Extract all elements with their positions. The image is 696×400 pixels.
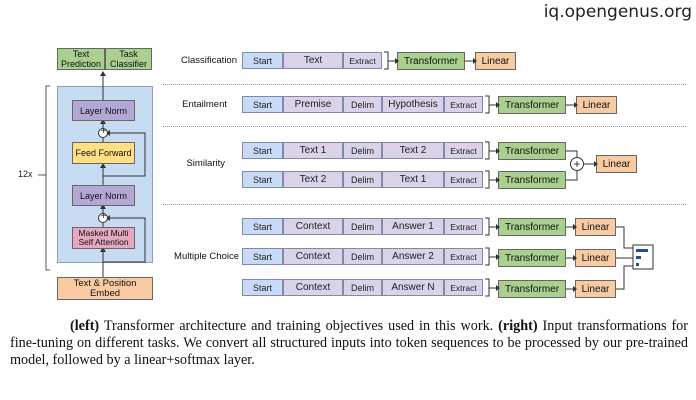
segment-start: Start (242, 171, 283, 188)
segment-start: Start (242, 218, 283, 235)
segment-extract: Extract (444, 218, 483, 235)
softmax-icon (633, 245, 653, 269)
segment-context: Context (283, 279, 343, 296)
layer-norm-top-box: Layer Norm (72, 100, 135, 121)
task-label-multiple-choice: Multiple Choice (174, 251, 239, 262)
repeat-label: 12x (18, 169, 33, 179)
segment-extract: Extract (444, 142, 483, 159)
transformer-box: Transformer (498, 171, 566, 189)
segment-answer: Answer 2 (382, 248, 444, 265)
segment-hypothesis: Hypothesis (382, 96, 444, 113)
text-prediction-box: Text Prediction (57, 48, 105, 70)
separator-3 (163, 204, 686, 205)
segment-extract: Extract (444, 96, 483, 113)
separator-2 (163, 126, 686, 127)
segment-context: Context (283, 248, 343, 265)
watermark: iq.opengenus.org (543, 2, 692, 22)
segment-answer: Answer 1 (382, 218, 444, 235)
segment-text-2: Text 2 (382, 142, 444, 159)
segment-extract: Extract (444, 248, 483, 265)
transformer-box: Transformer (498, 142, 566, 160)
caption-right-tag: (right) (498, 318, 538, 334)
segment-delim: Delim (343, 248, 382, 265)
architecture-connectors (38, 71, 146, 277)
text-position-embed-box: Text & Position Embed (57, 277, 153, 300)
plus-sign-top: + (100, 126, 107, 137)
segment-text: Text (283, 52, 343, 69)
caption-part-2: Input transformations for fine-tuning on… (10, 318, 688, 368)
task-classifier-box: Task Classifier (105, 48, 152, 70)
segment-extract: Extract (343, 52, 382, 69)
segment-premise: Premise (283, 96, 343, 113)
task-label-entailment: Entailment (182, 99, 227, 110)
feed-forward-box: Feed Forward (72, 142, 135, 164)
task-label-classification: Classification (181, 55, 237, 66)
segment-context: Context (283, 218, 343, 235)
segment-delim: Delim (343, 218, 382, 235)
segment-delim: Delim (343, 279, 382, 296)
segment-start: Start (242, 96, 283, 113)
plus-sign-bottom: + (100, 211, 107, 222)
segment-delim: Delim (343, 96, 382, 113)
similarity-linear-box: Linear (596, 155, 637, 173)
segment-answer: Answer N (382, 279, 444, 296)
segment-delim: Delim (343, 171, 382, 188)
segment-start: Start (242, 248, 283, 265)
segment-text-1: Text 1 (283, 142, 343, 159)
segment-delim: Delim (343, 142, 382, 159)
segment-text-1: Text 1 (382, 171, 444, 188)
segment-extract: Extract (444, 279, 483, 296)
figure-caption: (left) Transformer architecture and trai… (10, 318, 688, 369)
masked-self-attention-box: Masked Multi Self Attention (72, 227, 135, 249)
task-connectors (384, 51, 654, 297)
transformer-box: Transformer (498, 249, 566, 267)
segment-start: Start (242, 142, 283, 159)
segment-text-2: Text 2 (283, 171, 343, 188)
linear-box: Linear (575, 280, 616, 298)
caption-left-tag: (left) (70, 318, 100, 334)
segment-start: Start (242, 279, 283, 296)
segment-extract: Extract (444, 171, 483, 188)
layer-norm-bottom-box: Layer Norm (72, 185, 135, 206)
similarity-plus-sign: + (573, 157, 581, 171)
task-label-similarity: Similarity (186, 158, 225, 169)
segment-start: Start (242, 52, 283, 69)
separator-1 (163, 84, 686, 85)
caption-part-1: Transformer architecture and training ob… (99, 318, 499, 334)
